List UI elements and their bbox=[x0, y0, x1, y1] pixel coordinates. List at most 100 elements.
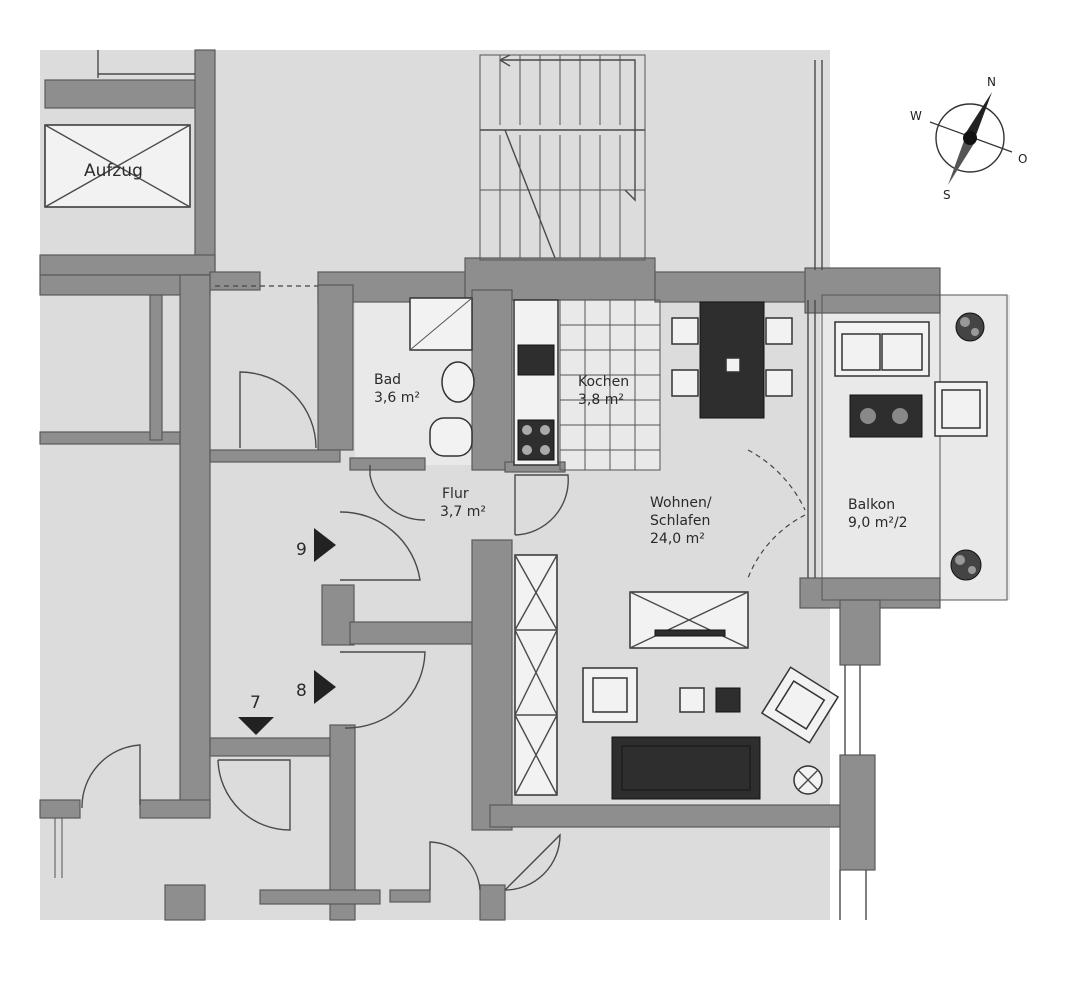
door-swing bbox=[339, 511, 421, 581]
wall bbox=[317, 284, 354, 451]
washbasin bbox=[441, 361, 475, 403]
wall bbox=[164, 884, 206, 921]
wall bbox=[489, 804, 851, 828]
wall bbox=[349, 457, 426, 471]
table-decoration bbox=[725, 357, 741, 373]
door-swing-dashed bbox=[747, 449, 806, 511]
elevator bbox=[44, 124, 191, 208]
bathroom-fixtures bbox=[409, 297, 475, 457]
wall bbox=[179, 274, 211, 816]
room-labels: Aufzug Bad 3,6 m² Kochen 3,8 m² Flur 3,7… bbox=[84, 161, 908, 547]
marker-7-label: 7 bbox=[250, 693, 261, 713]
wardrobe-cross bbox=[514, 554, 558, 796]
door-swing bbox=[429, 841, 481, 891]
wall bbox=[149, 294, 163, 441]
side-table bbox=[679, 687, 705, 713]
room-area-flur: 3,7 m² bbox=[440, 504, 486, 520]
door-swing bbox=[504, 833, 561, 891]
wall bbox=[804, 267, 941, 314]
compass-west: W bbox=[910, 109, 922, 123]
stove bbox=[517, 419, 555, 461]
room-name-wohnen-line2: Schlafen bbox=[650, 513, 710, 529]
plant-icon bbox=[955, 312, 985, 342]
wall bbox=[839, 754, 876, 871]
door-swing bbox=[81, 744, 141, 809]
stair-direction-line bbox=[504, 129, 556, 259]
chair bbox=[765, 317, 793, 345]
wall bbox=[654, 271, 816, 303]
compass-north: N bbox=[987, 75, 996, 89]
wall bbox=[44, 79, 211, 109]
chair bbox=[765, 369, 793, 397]
room-name-aufzug: Aufzug bbox=[84, 161, 143, 181]
toilet bbox=[429, 417, 473, 457]
door-swing bbox=[217, 759, 291, 831]
marker-8-label: 8 bbox=[296, 681, 307, 701]
wardrobe bbox=[514, 554, 558, 796]
room-area-balkon: 9,0 m²/2 bbox=[848, 515, 908, 531]
room-name-kochen: Kochen bbox=[578, 374, 629, 390]
apartment-markers: 9 8 7 bbox=[238, 528, 336, 735]
tv-unit bbox=[629, 591, 749, 649]
wall bbox=[479, 884, 506, 921]
wall bbox=[39, 799, 81, 819]
walls bbox=[39, 49, 941, 921]
room-name-balkon: Balkon bbox=[848, 497, 895, 513]
wall bbox=[471, 289, 513, 471]
marker-9-arrow bbox=[314, 528, 336, 562]
living-furniture bbox=[582, 666, 840, 800]
balcony-rail bbox=[939, 294, 1008, 601]
wall bbox=[39, 431, 181, 445]
wall bbox=[329, 724, 356, 921]
wall bbox=[471, 539, 513, 831]
compass-icon: N S W O bbox=[910, 75, 1027, 202]
kitchen-fixtures bbox=[513, 299, 661, 471]
wall bbox=[259, 889, 381, 905]
wardrobe-body bbox=[514, 554, 558, 796]
door-swing bbox=[340, 651, 426, 729]
stair-outline bbox=[479, 54, 646, 261]
marker-8-arrow bbox=[314, 670, 336, 704]
elevator-cross bbox=[44, 124, 191, 208]
stair-arrow bbox=[500, 59, 636, 202]
room-name-flur: Flur bbox=[442, 486, 469, 502]
windows bbox=[97, 50, 867, 920]
wall bbox=[209, 271, 261, 291]
side-table bbox=[715, 687, 741, 713]
armchair-rotated bbox=[760, 666, 840, 744]
staircase bbox=[479, 54, 646, 261]
sofa-rug bbox=[611, 736, 761, 800]
marker-7-arrow bbox=[238, 717, 274, 735]
wall bbox=[209, 737, 336, 757]
stair-treads bbox=[480, 55, 645, 258]
wall bbox=[349, 621, 481, 645]
sink bbox=[517, 344, 555, 376]
door-swing bbox=[514, 474, 569, 536]
stair-arrow-head bbox=[499, 54, 511, 67]
wall bbox=[139, 799, 211, 819]
wall bbox=[194, 49, 216, 276]
wall bbox=[321, 584, 355, 646]
tv-screen bbox=[654, 629, 726, 637]
door-swing bbox=[369, 465, 426, 521]
wall bbox=[209, 449, 341, 463]
chair bbox=[671, 317, 699, 345]
shower-diagonal bbox=[409, 297, 473, 351]
wall bbox=[389, 889, 431, 903]
room-area-wohnen: 24,0 m² bbox=[650, 531, 705, 547]
room-area-kochen: 3,8 m² bbox=[578, 392, 624, 408]
chair bbox=[671, 369, 699, 397]
plant-icon bbox=[950, 549, 982, 581]
room-name-bad: Bad bbox=[374, 372, 401, 388]
room-name-wohnen-line1: Wohnen/ bbox=[650, 495, 712, 511]
balcony-furniture bbox=[821, 294, 1008, 601]
doors bbox=[54, 371, 806, 891]
compass-south: S bbox=[943, 188, 951, 202]
room-area-bad: 3,6 m² bbox=[374, 390, 420, 406]
compass-east: O bbox=[1018, 152, 1027, 166]
wall bbox=[39, 254, 216, 276]
armchair-seat bbox=[592, 677, 628, 713]
sofa-inner bbox=[621, 745, 751, 791]
wall bbox=[839, 599, 881, 666]
